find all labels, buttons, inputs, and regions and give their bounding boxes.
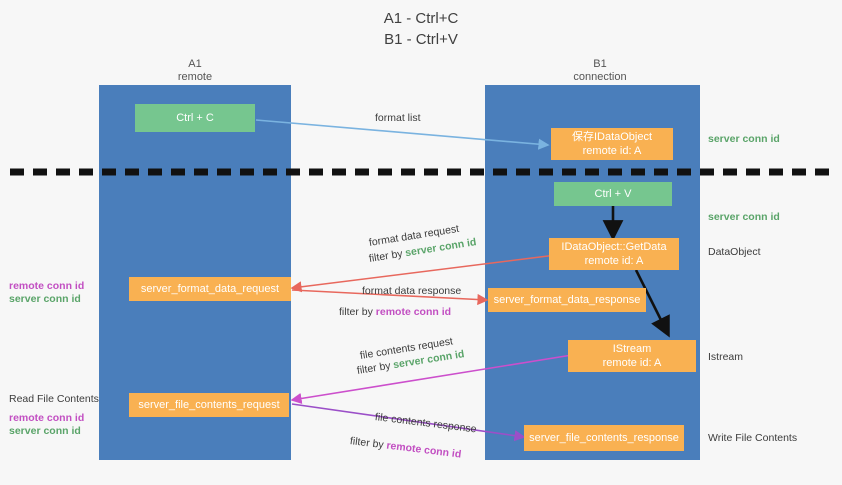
edge-format-data-request [290, 254, 557, 293]
edge-label-format-data-response-line1: format data response [362, 284, 461, 298]
node-ctrl-c[interactable]: Ctrl + C [135, 104, 255, 132]
left-label-file-server-text: server conn id [9, 425, 81, 437]
node-file-contents-request-label: server_file_contents_request [138, 399, 280, 411]
right-label-write-file-contents: Write File Contents [708, 431, 797, 445]
lane-header-a1: A1 remote [115, 58, 275, 84]
node-istream[interactable]: IStream remote id: A [568, 340, 696, 372]
node-getdata-line2: remote id: A [584, 255, 644, 267]
node-idataobject-create-line2: remote id: A [582, 145, 642, 157]
edge-label-fdresp-filter-value: remote conn id [375, 306, 452, 318]
left-label-format-remote-text: remote conn id [9, 280, 85, 292]
node-ctrl-v[interactable]: Ctrl + V [554, 182, 672, 206]
edge-file-contents-request [290, 354, 573, 405]
edge-file-contents-response [291, 403, 526, 442]
left-label-format-server-text: server conn id [9, 293, 81, 305]
edge-label-fdresp-filter-prefix: filter by [339, 306, 376, 318]
title-line-1: A1 - Ctrl+C [383, 10, 459, 27]
node-format-data-response-label: server_format_data_response [493, 294, 641, 306]
edge-format-list [255, 119, 550, 150]
edge-format-data-response [291, 289, 489, 306]
node-format-data-response[interactable]: server_format_data_response [488, 288, 646, 312]
lane-b1-name: B1 [593, 58, 607, 70]
node-file-contents-response[interactable]: server_file_contents_response [524, 425, 684, 451]
node-file-contents-response-label: server_file_contents_response [529, 432, 679, 444]
title-line-2: B1 - Ctrl+V [384, 31, 458, 48]
right-label-dataobject: DataObject [708, 245, 761, 259]
left-label-read-file-contents-text: Read File Contents [9, 393, 99, 405]
node-istream-line1: IStream [612, 343, 652, 355]
right-label-server-conn-id-top-text: server conn id [708, 133, 780, 145]
edge-label-format-data-response-filter: filter by remote conn id [339, 305, 451, 319]
node-istream-line2: remote id: A [602, 357, 662, 369]
node-idataobject-create-line1: 保存IDataObject [571, 131, 653, 143]
left-label-read-file-contents: Read File Contents [9, 392, 99, 406]
edge-getdata-to-istream [634, 269, 670, 338]
node-ctrl-c-label: Ctrl + C [176, 112, 214, 124]
right-label-server-conn-id-mid: server conn id [708, 210, 780, 224]
node-file-contents-request[interactable]: server_file_contents_request [129, 393, 289, 417]
left-label-format-server-conn-id: server conn id [9, 292, 81, 306]
node-idataobject-create[interactable]: 保存IDataObject remote id: A [551, 128, 673, 160]
node-getdata[interactable]: IDataObject::GetData remote id: A [549, 238, 679, 270]
node-ctrl-v-label: Ctrl + V [594, 188, 632, 200]
left-label-file-remote-text: remote conn id [9, 412, 85, 424]
edge-label-fdresp-text: format data response [362, 285, 462, 297]
right-label-write-file-contents-text: Write File Contents [708, 432, 798, 444]
lane-b1-sub: connection [573, 71, 627, 83]
lane-a1-sub: remote [177, 71, 213, 83]
right-label-server-conn-id-top: server conn id [708, 132, 780, 146]
lane-header-b1: B1 connection [520, 58, 680, 84]
left-label-format-remote-conn-id: remote conn id [9, 279, 84, 293]
right-label-istream-text: Istream [708, 351, 744, 363]
edge-label-format-list: format list [375, 111, 421, 125]
right-label-server-conn-id-mid-text: server conn id [708, 211, 780, 223]
lane-a1-name: A1 [188, 58, 202, 70]
right-label-istream: Istream [708, 350, 743, 364]
node-getdata-line1: IDataObject::GetData [561, 241, 667, 253]
node-format-data-request-label: server_format_data_request [140, 283, 280, 295]
edge-label-format-list-text: format list [375, 112, 421, 124]
right-label-dataobject-text: DataObject [708, 246, 761, 258]
page-title: A1 - Ctrl+C B1 - Ctrl+V [0, 8, 842, 50]
left-label-file-remote-conn-id: remote conn id [9, 411, 84, 425]
node-format-data-request[interactable]: server_format_data_request [129, 277, 291, 301]
left-label-file-server-conn-id: server conn id [9, 424, 81, 438]
